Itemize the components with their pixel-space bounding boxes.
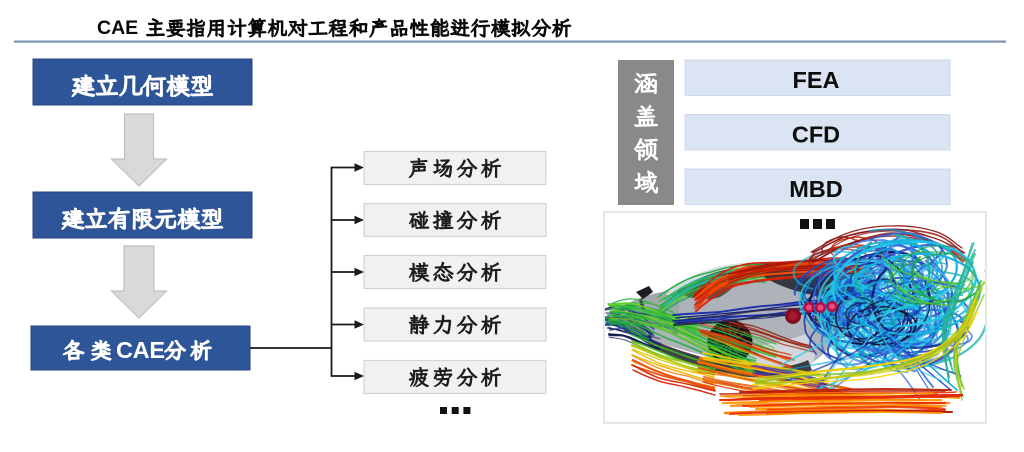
svg-text:MBD: MBD	[789, 176, 843, 202]
svg-text:CAE: CAE	[116, 337, 165, 363]
svg-text:CFD: CFD	[792, 122, 840, 148]
svg-text:CAE: CAE	[97, 17, 138, 39]
svg-text:FEA: FEA	[793, 67, 840, 93]
